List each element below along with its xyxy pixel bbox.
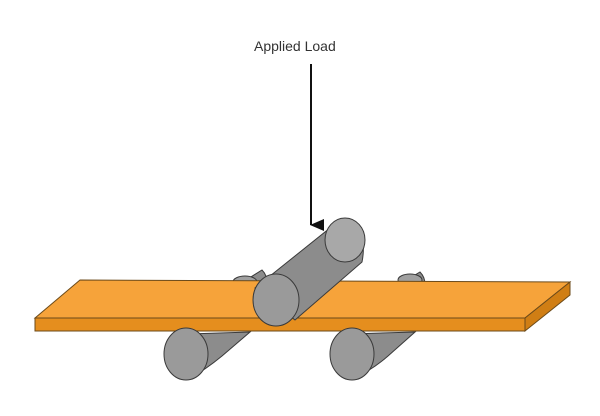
support-roller-left-front	[163, 327, 252, 381]
applied-load-label: Applied Load	[254, 38, 336, 54]
support-roller-right-front	[329, 327, 417, 381]
load-roller	[252, 217, 366, 327]
